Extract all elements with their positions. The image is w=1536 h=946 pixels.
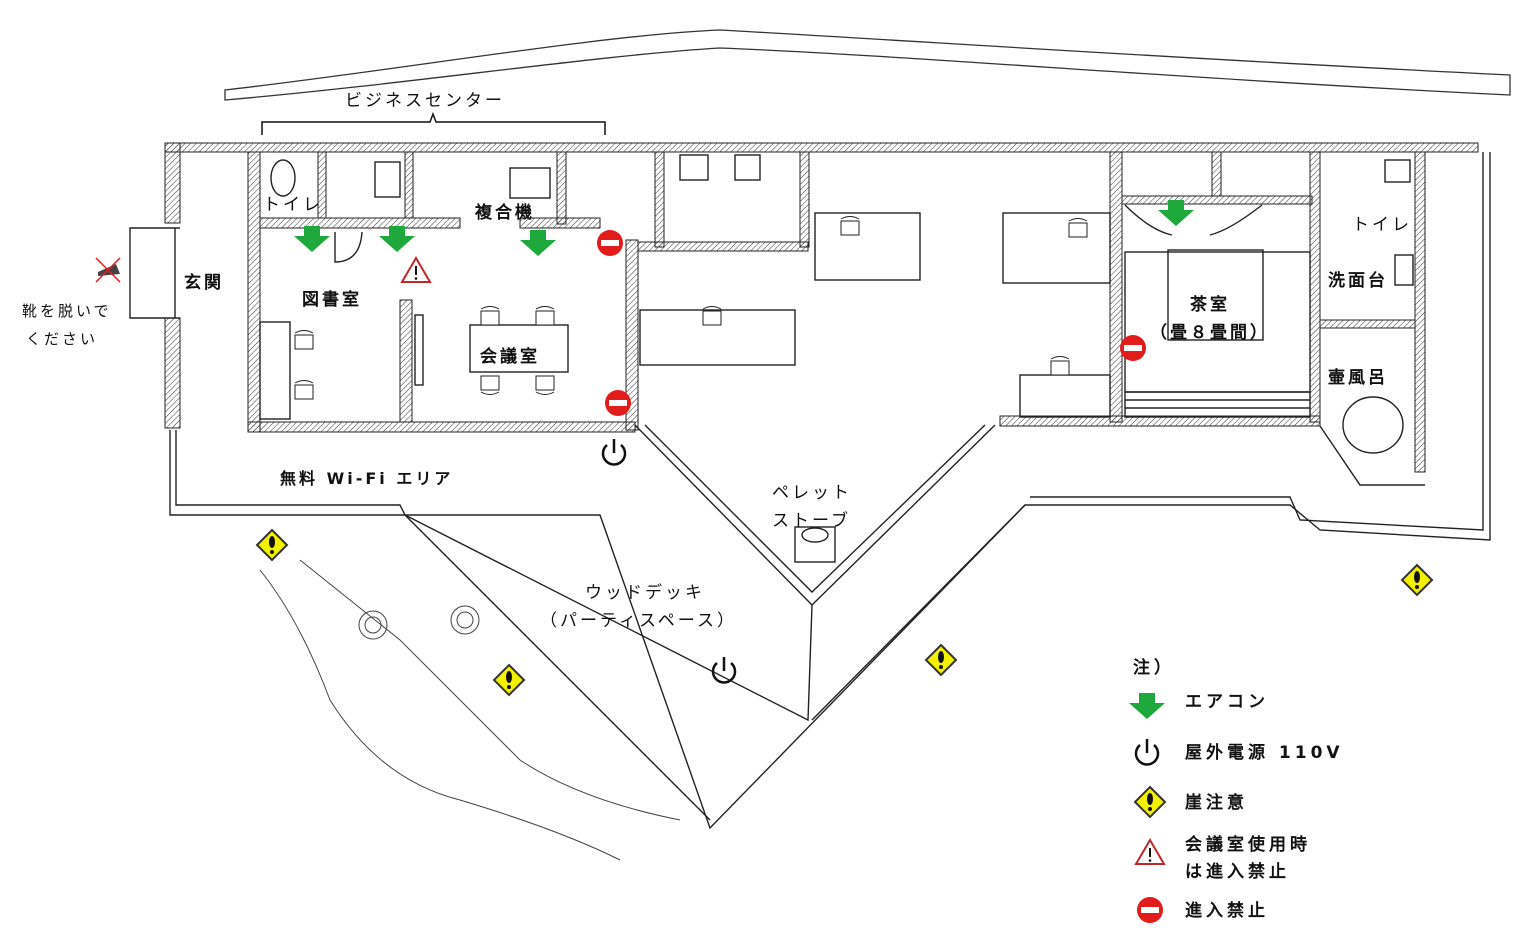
copier-label: 複合機: [475, 203, 535, 223]
no-entry-icon: [605, 390, 631, 416]
aircon-icon: [520, 230, 556, 256]
legend-power-label: 屋外電源 110V: [1185, 743, 1344, 763]
pot-bath-label: 壷風呂: [1328, 368, 1388, 388]
aircon-icon: [379, 226, 415, 252]
cliff-warning-icon: [493, 664, 525, 696]
hill-contour: [224, 29, 1511, 101]
no-shoes-icon: [95, 257, 121, 283]
tea-room-label-2: （畳８畳間）: [1150, 323, 1270, 343]
pellet-stove-label-1: ペレット: [772, 483, 852, 503]
wood-deck-label-1: ウッドデッキ: [585, 583, 705, 603]
warning-triangle-icon: [401, 257, 431, 283]
legend-power-icon: [1134, 737, 1160, 766]
washstand-label: 洗面台: [1328, 271, 1388, 291]
power-icon: [601, 437, 627, 466]
aircon-icon: [294, 226, 330, 252]
meeting-room-label: 会議室: [480, 347, 540, 367]
tea-room-label-1: 茶室: [1190, 295, 1230, 315]
legend-no-entry-label: 進入禁止: [1185, 901, 1269, 921]
cliff-warning-icon: [925, 644, 957, 676]
pellet-stove-label-2: ストーブ: [772, 511, 851, 531]
legend-no-entry-icon: [1137, 897, 1163, 923]
legend-heading: 注）: [1133, 658, 1175, 678]
cliff-warning-icon: [1401, 564, 1433, 596]
business-center-bracket: [261, 111, 606, 135]
no-entry-icon: [1120, 335, 1146, 361]
legend-cliff-label: 崖注意: [1185, 793, 1248, 813]
library-label: 図書室: [302, 290, 362, 310]
legend-warning-label-2: は進入禁止: [1185, 862, 1290, 882]
wifi-area-label: 無料 Wi-Fi エリア: [280, 469, 454, 488]
business-center-label: ビジネスセンター: [345, 91, 505, 111]
legend-cliff-icon: [1134, 786, 1166, 818]
wood-deck-label-2: （パーティスペース）: [540, 611, 737, 631]
shoes-note-line1: 靴を脱いで: [22, 302, 112, 320]
garden-shrubs: [259, 559, 681, 861]
shoes-note-line2: ください: [26, 330, 99, 348]
cliff-warning-icon: [256, 529, 288, 561]
legend-aircon-icon: [1129, 693, 1165, 719]
entrance-label: 玄関: [184, 273, 224, 293]
legend-warning-triangle-icon: [1135, 839, 1165, 865]
toilet-left-label: トイレ: [263, 195, 323, 215]
legend-aircon-label: エアコン: [1185, 692, 1269, 712]
no-entry-icon: [597, 230, 623, 256]
toilet-right-label: トイレ: [1352, 215, 1412, 235]
legend-warning-label-1: 会議室使用時: [1185, 835, 1311, 855]
power-icon: [711, 655, 737, 684]
